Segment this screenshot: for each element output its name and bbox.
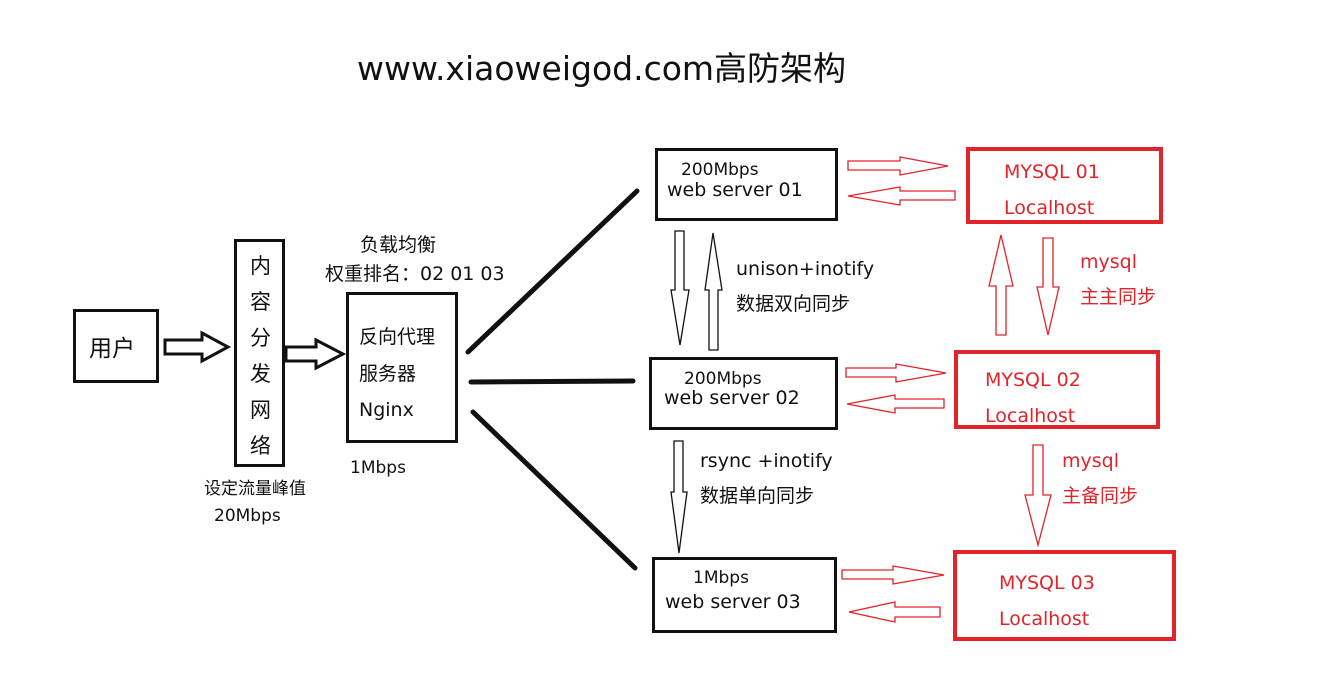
sync-web-02-03-line2: 数据单向同步: [700, 485, 815, 507]
user-box: 用户: [73, 309, 159, 383]
line-nginx-to-web02: [468, 378, 636, 385]
arrow-web02-to-web01: [704, 232, 723, 351]
mysql-03-name: MYSQL 03: [999, 572, 1095, 594]
cdn-char-3: 分: [250, 326, 271, 350]
mysql-02-host: Localhost: [985, 405, 1076, 427]
arrow-mysql02-to-web02: [846, 394, 945, 414]
mysql-01-host: Localhost: [1004, 197, 1095, 219]
arrow-web01-to-web02: [670, 230, 690, 346]
sync-db-01-02-line1: mysql: [1080, 251, 1137, 273]
nginx-line2: 服务器: [359, 363, 417, 385]
arrow-web01-to-mysql01: [847, 156, 949, 176]
sync-web-01-02-line2: 数据双向同步: [736, 293, 851, 315]
mysql-03-host: Localhost: [999, 608, 1090, 630]
web-server-03-name: web server 03: [665, 591, 801, 613]
web-server-02-bandwidth: 200Mbps: [684, 369, 762, 389]
web-server-01-box: 200Mbps web server 01: [655, 148, 838, 221]
nginx-box: 反向代理 服务器 Nginx: [346, 292, 458, 443]
lb-header-line1: 负载均衡: [360, 234, 437, 256]
cdn-char-5: 网: [250, 398, 271, 422]
web-server-03-bandwidth: 1Mbps: [693, 568, 749, 588]
arrow-web02-to-web03: [670, 440, 688, 554]
web-server-01-bandwidth: 200Mbps: [681, 160, 759, 180]
cdn-char-2: 容: [250, 290, 271, 314]
cdn-box: 内 容 分 发 网 络: [234, 239, 285, 467]
sync-web-01-02-line1: unison+inotify: [736, 258, 875, 280]
cdn-char-4: 发: [250, 362, 271, 386]
arrow-mysql02-to-mysql01: [988, 234, 1014, 336]
nginx-bandwidth: 1Mbps: [350, 458, 406, 478]
user-label: 用户: [89, 336, 135, 362]
arrow-mysql01-to-mysql02: [1036, 237, 1060, 336]
arrow-user-to-cdn: [163, 330, 232, 364]
arrow-web02-to-mysql02: [845, 363, 947, 383]
sync-db-01-02-line2: 主主同步: [1080, 286, 1157, 308]
sync-db-02-03-line1: mysql: [1062, 450, 1119, 472]
web-server-01-name: web server 01: [667, 179, 803, 201]
page-title: www.xiaoweigod.com高防架构: [357, 49, 847, 88]
cdn-char-1: 内: [250, 254, 271, 278]
nginx-line3: Nginx: [359, 399, 414, 421]
mysql-03-box: MYSQL 03 Localhost: [953, 550, 1176, 641]
arrow-web03-to-mysql03: [841, 565, 945, 585]
arrow-mysql01-to-web01: [847, 186, 956, 206]
cdn-note-line1: 设定流量峰值: [204, 479, 306, 499]
line-nginx-to-web01: [465, 188, 640, 355]
cdn-char-6: 络: [250, 434, 271, 458]
mysql-02-name: MYSQL 02: [985, 369, 1081, 391]
line-nginx-to-web03: [470, 409, 638, 571]
arrow-mysql02-to-mysql03: [1024, 444, 1052, 548]
mysql-01-name: MYSQL 01: [1004, 161, 1100, 183]
web-server-03-box: 1Mbps web server 03: [652, 557, 837, 633]
nginx-line1: 反向代理: [359, 326, 436, 348]
sync-web-02-03-line1: rsync +inotify: [700, 450, 833, 472]
mysql-01-box: MYSQL 01 Localhost: [966, 147, 1163, 224]
sync-db-02-03-line2: 主备同步: [1062, 485, 1139, 507]
arrow-mysql03-to-web03: [848, 601, 941, 623]
arrow-cdn-to-nginx: [284, 337, 347, 371]
cdn-note-line2: 20Mbps: [214, 506, 281, 526]
mysql-02-box: MYSQL 02 Localhost: [954, 350, 1160, 429]
web-server-02-name: web server 02: [664, 387, 800, 409]
web-server-02-box: 200Mbps web server 02: [649, 357, 838, 430]
lb-header-line2: 权重排名：02 01 03: [325, 263, 505, 285]
